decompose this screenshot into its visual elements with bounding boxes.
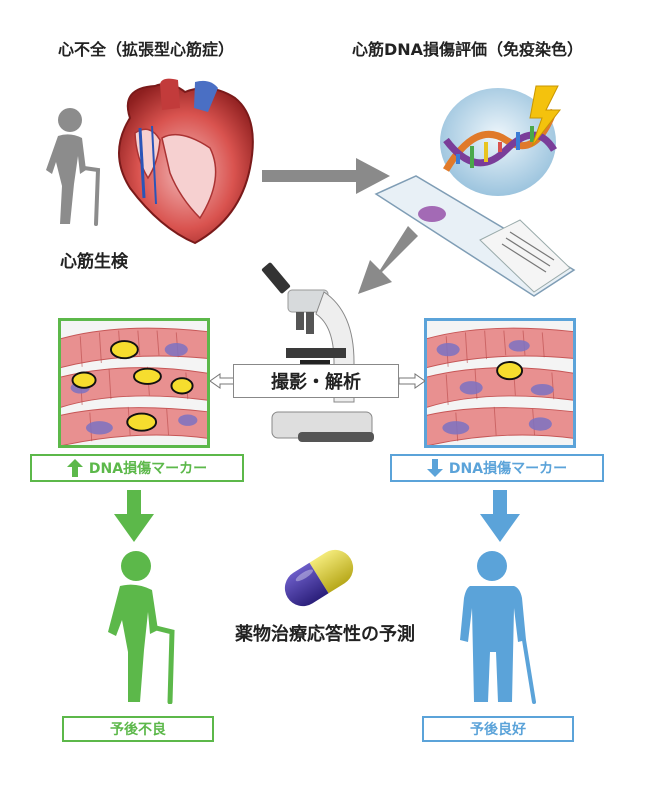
dna-helix-lightning-icon [440, 85, 562, 196]
capsule-icon [284, 549, 354, 607]
outcome-right-text: 予後良好 [470, 722, 526, 738]
label-myocardial-biopsy: 心筋生検 [60, 252, 128, 272]
analysis-label: 撮影・解析 [233, 364, 399, 398]
elderly-person-green-icon [108, 551, 175, 704]
arrow-right-icon [262, 158, 390, 194]
arrow-left-connector-icon [210, 373, 236, 389]
arrow-down-green-icon [114, 490, 154, 542]
arrow-up-icon [66, 459, 83, 477]
heart-cross-section-icon [118, 78, 254, 245]
marker-label-increased: DNA損傷マーカー [30, 454, 244, 482]
microscope-icon [261, 262, 374, 442]
heading-dna-damage-evaluation: 心筋DNA損傷評価（免疫染色） [352, 40, 584, 59]
arrow-down-icon [426, 459, 443, 477]
marker-right-text: DNA損傷マーカー [448, 461, 568, 477]
label-drug-response-prediction: 薬物治療応答性の予測 [235, 624, 415, 645]
arrow-right-connector-icon [399, 373, 425, 389]
heading-heart-failure: 心不全（拡張型心筋症） [58, 40, 235, 59]
marker-left-text: DNA損傷マーカー [88, 461, 208, 477]
outcome-good-prognosis: 予後良好 [422, 716, 574, 742]
elderly-person-icon [46, 108, 101, 226]
arrow-down-blue-icon [480, 490, 520, 542]
tissue-panel-low-damage [424, 318, 576, 448]
arrow-down-left-icon [358, 226, 418, 294]
marker-label-decreased: DNA損傷マーカー [390, 454, 604, 482]
outcome-poor-prognosis: 予後不良 [62, 716, 214, 742]
microscope-slide-icon [374, 175, 576, 297]
person-blue-icon [460, 551, 536, 704]
tissue-panel-high-damage [58, 318, 210, 448]
analysis-label-text: 撮影・解析 [271, 372, 361, 393]
outcome-left-text: 予後不良 [110, 722, 166, 738]
